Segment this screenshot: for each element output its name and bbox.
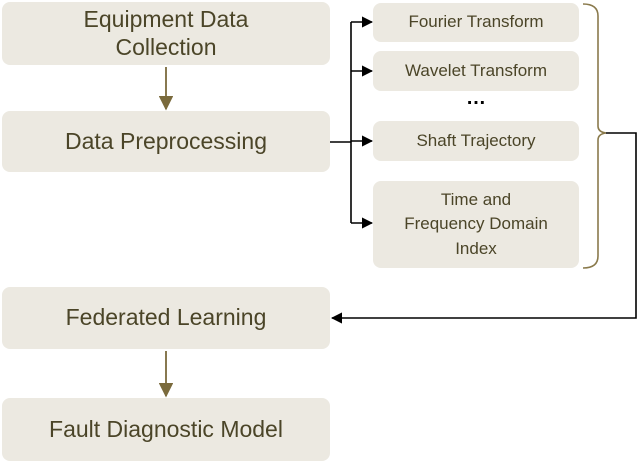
tfd-label-line2: Frequency Domain: [404, 214, 548, 234]
data-preprocessing-box: Data Preprocessing: [2, 111, 330, 172]
time-frequency-domain-index-box: Time and Frequency Domain Index: [373, 181, 579, 268]
fourier-label: Fourier Transform: [408, 12, 544, 32]
methods-bracket: [582, 3, 607, 269]
tfd-label-line1: Time and: [440, 189, 512, 209]
connector-bracket-to-federated: [330, 132, 637, 324]
federated-learning-box: Federated Learning: [2, 287, 330, 349]
shaft-trajectory-box: Shaft Trajectory: [373, 121, 579, 161]
fault-diagnostic-model-box: Fault Diagnostic Model: [2, 398, 330, 461]
tfd-label-line3: Index: [455, 238, 497, 258]
collection-label-line2: Collection: [115, 33, 217, 60]
more-methods-ellipsis: …: [466, 87, 486, 109]
federated-label: Federated Learning: [65, 304, 267, 331]
fault-model-label: Fault Diagnostic Model: [49, 415, 283, 442]
equipment-data-collection-box: Equipment Data Collection: [2, 2, 330, 65]
wavelet-transform-box: Wavelet Transform: [373, 51, 579, 91]
preprocessing-label: Data Preprocessing: [65, 127, 267, 154]
collection-label-line1: Equipment Data: [83, 5, 249, 32]
shaft-label: Shaft Trajectory: [416, 130, 536, 150]
fourier-transform-box: Fourier Transform: [373, 3, 579, 42]
wavelet-label: Wavelet Transform: [404, 60, 548, 80]
